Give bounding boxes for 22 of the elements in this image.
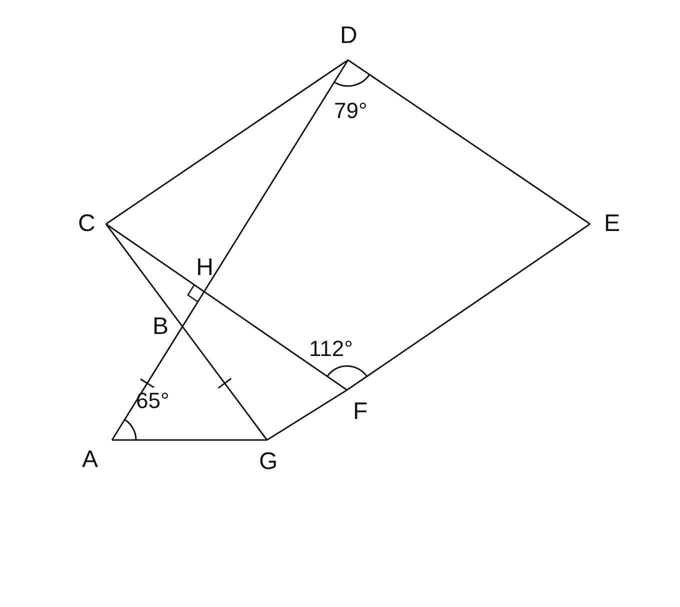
line-segment [348, 59, 590, 225]
point-label: C [78, 212, 96, 236]
line-segment [266, 389, 348, 441]
point-label: A [82, 448, 98, 472]
line-segment [111, 326, 184, 440]
line-segment [204, 60, 349, 292]
point-label: G [259, 450, 278, 474]
line-segment [204, 291, 348, 391]
line-segment [346, 223, 590, 391]
line-segment [182, 291, 205, 327]
line-segment [105, 224, 184, 328]
point-label: D [340, 24, 358, 48]
line-segment [106, 59, 348, 225]
angle-label: 112° [309, 338, 353, 360]
point-label: H [196, 256, 214, 280]
line-segment [106, 223, 205, 292]
line-segment [182, 326, 268, 440]
angle-label: 79° [334, 100, 368, 122]
point-label: F [353, 400, 368, 424]
line-segment [112, 439, 267, 441]
point-label: B [152, 314, 168, 339]
point-label: E [604, 212, 620, 236]
